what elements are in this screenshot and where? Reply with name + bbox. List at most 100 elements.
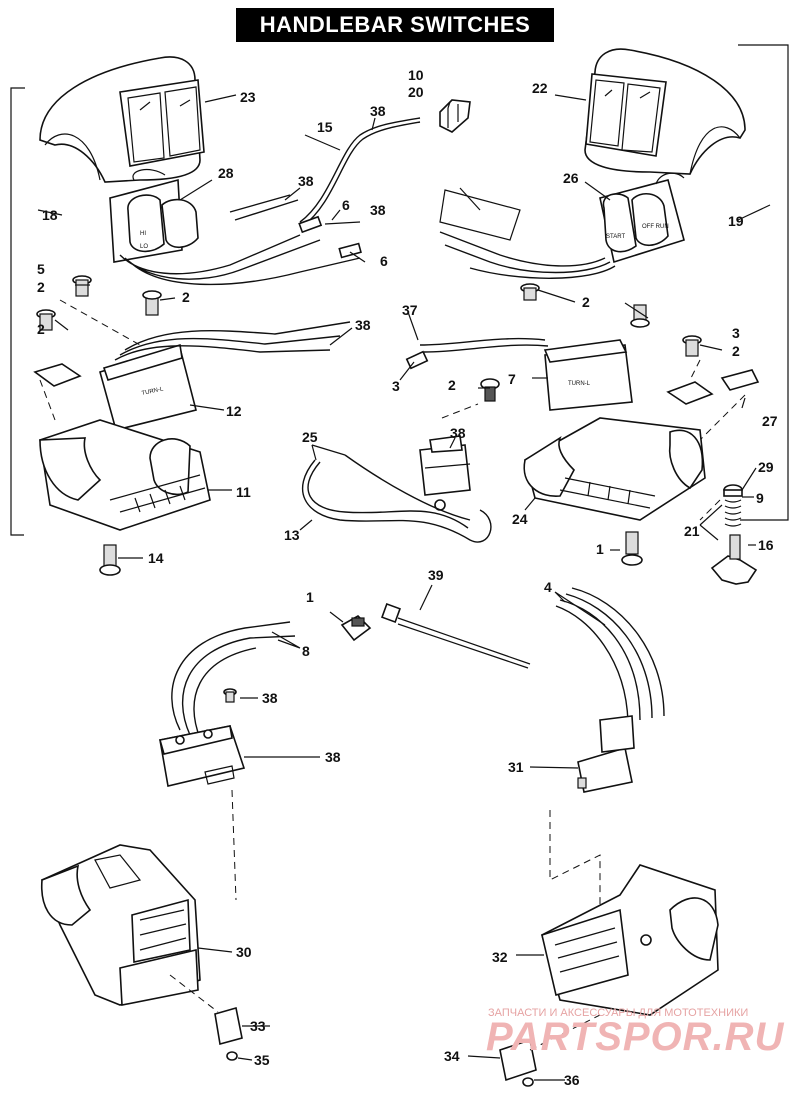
clamp-wedge-left	[33, 363, 82, 387]
guide-left	[39, 299, 141, 421]
callout-2: 2	[37, 279, 45, 295]
diagram-title: HANDLEBAR SWITCHES	[236, 8, 554, 42]
label-start: START	[606, 234, 625, 240]
watermark-line-2: PARTSPOR.RU	[486, 1015, 785, 1059]
callout-16: 16	[758, 537, 774, 553]
callout-26: 26	[563, 170, 579, 186]
callout-39: 39	[428, 567, 444, 583]
callout-38: 38	[370, 103, 386, 119]
label-turn-l-25: TURN-L	[141, 386, 164, 397]
spring-11	[724, 499, 742, 527]
callout-14: 14	[148, 550, 164, 566]
callout-38: 38	[370, 202, 386, 218]
switch-31	[158, 725, 246, 787]
screw-2-3-left	[36, 309, 56, 331]
lower-housing-24	[39, 419, 211, 531]
connector-6-upper	[298, 215, 323, 234]
switch-26-wires	[439, 231, 616, 279]
callout-19: 19	[728, 213, 744, 229]
callout-4: 4	[544, 579, 552, 595]
connector-6-lower	[338, 242, 362, 259]
callout-12: 12	[226, 403, 242, 419]
callout-22: 22	[532, 80, 548, 96]
wire-38-top-left	[229, 194, 299, 221]
label-lo: LO	[140, 244, 148, 250]
callout-10: 10	[408, 67, 424, 83]
switch-30	[577, 715, 635, 793]
knob-14	[710, 534, 758, 585]
callout-18: 18	[42, 207, 58, 223]
callout-28: 28	[218, 165, 234, 181]
guide-31	[231, 789, 237, 901]
callout-2: 2	[37, 321, 45, 337]
switch-assembly-28: HI LO	[109, 168, 199, 263]
callout-2: 2	[582, 294, 590, 310]
guide-right	[689, 359, 746, 441]
callout-21: 21	[684, 523, 700, 539]
label-off-run: OFF RUN	[642, 224, 669, 230]
callout-2: 2	[448, 377, 456, 393]
guide-35	[169, 974, 219, 1013]
switch-cap-36	[499, 1038, 537, 1082]
callout-2: 2	[182, 289, 190, 305]
screw-2-3-right	[682, 335, 702, 357]
lower-housing-21	[523, 417, 706, 521]
cable-tie-8	[381, 603, 531, 669]
callout-3: 3	[392, 378, 400, 394]
callout-25: 25	[302, 429, 318, 445]
wire-15-b	[302, 121, 421, 227]
guide-30	[549, 810, 601, 930]
guide-13	[699, 499, 721, 521]
callout-38: 38	[450, 425, 466, 441]
callout-13: 13	[284, 527, 300, 543]
button-12	[720, 369, 760, 391]
callout-15: 15	[317, 119, 333, 135]
callout-1: 1	[596, 541, 604, 557]
screw-2-centre	[480, 378, 500, 402]
callout-2: 2	[732, 343, 740, 359]
lower-housing-32	[40, 844, 201, 1006]
switch-housing-cover-23	[39, 56, 205, 183]
lower-housing-33	[541, 864, 719, 1016]
switch-25-wires	[114, 321, 351, 361]
switch-28-wires	[119, 234, 361, 286]
callout-30: 30	[236, 944, 252, 960]
switch-31-wires	[171, 621, 296, 739]
callout-36: 36	[564, 1072, 580, 1088]
callout-5: 5	[37, 261, 45, 277]
callout-23: 23	[240, 89, 256, 105]
callout-1: 1	[306, 589, 314, 605]
bracket-18	[10, 87, 25, 536]
callout-3: 3	[732, 325, 740, 341]
callout-35: 35	[254, 1052, 270, 1068]
switch-30-wires	[555, 587, 665, 723]
bracket-19	[738, 44, 789, 521]
callout-20: 20	[408, 84, 424, 100]
part-9	[723, 484, 743, 497]
callout-38: 38	[298, 173, 314, 189]
wire-38-top-right	[439, 189, 521, 241]
callout-29: 29	[758, 459, 774, 475]
callout-34: 34	[444, 1048, 460, 1064]
screw-1-left	[99, 544, 121, 576]
turn-switch-27: TURN-L	[543, 339, 633, 411]
callout-38: 38	[355, 317, 371, 333]
callout-9: 9	[756, 490, 764, 506]
clamp-wedge-right	[666, 381, 714, 405]
part-10-20	[439, 99, 471, 133]
switch-29	[419, 435, 471, 511]
connector-7	[405, 350, 429, 370]
harness-16-b	[344, 454, 471, 521]
button-35	[214, 1006, 243, 1046]
screw-2-left	[142, 290, 162, 316]
watermark-line-1: ЗАПЧАСТИ И АКСЕССУАРЫ ДЛЯ МОТОТЕХНИКИ	[488, 1007, 748, 1019]
screw-2-right-b	[630, 304, 650, 328]
screw-1-right	[621, 531, 643, 566]
callout-31: 31	[508, 759, 524, 775]
screw-34-right	[522, 1077, 534, 1087]
wire-37	[419, 337, 549, 353]
screw-34-left	[226, 1051, 238, 1061]
switch-assembly-26: START OFF RUN	[599, 172, 685, 264]
screw-2-right-a	[520, 283, 540, 301]
